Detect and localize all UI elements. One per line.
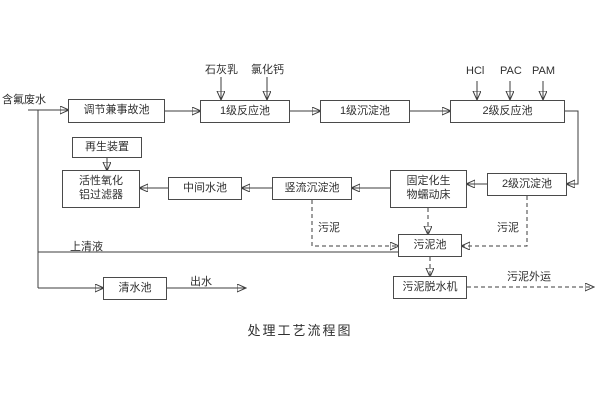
arrow-reaction2-to-sed2 (565, 110, 579, 184)
box-immobilized-bio-bed: 固定化生 物蠕动床 (390, 170, 467, 208)
chemical-label-cacl2: 氯化钙 (251, 64, 284, 76)
sludge-label-right: 污泥 (497, 222, 519, 234)
bio-bed-label-line2: 物蠕动床 (406, 189, 451, 201)
supernatant-label: 上清液 (70, 241, 103, 253)
box-intermediate-pool: 中间水池 (168, 177, 242, 200)
dashed-arrow-sed2-sludge (462, 196, 528, 246)
chemical-label-pam: PAM (532, 65, 556, 77)
chemical-label-hcl: HCl (466, 65, 485, 77)
chemical-label-lime: 石灰乳 (205, 64, 238, 76)
diagram-title: 处理工艺流程图 (247, 323, 353, 338)
box-clean-water-pool: 清水池 (103, 277, 167, 300)
effluent-label: 出水 (190, 276, 212, 288)
box-reaction-pool-1: 1级反应池 (200, 100, 290, 123)
box-vertical-flow-sedimentation-pool: 竖流沉淀池 (272, 177, 352, 200)
filter-label-line2: 铝过滤器 (79, 189, 123, 201)
dashed-arrow-vertical-sed-sludge (311, 200, 398, 246)
bio-bed-label-line1: 固定化生 (406, 175, 451, 188)
box-sludge-pool: 污泥池 (398, 234, 462, 257)
sludge-outbound-label: 污泥外运 (507, 271, 551, 283)
filter-label-line1: 活性氧化 (79, 175, 123, 188)
box-regulation-accident-pool: 调节兼事故池 (68, 99, 165, 123)
box-regeneration-device: 再生装置 (72, 137, 142, 158)
box-sedimentation-pool-1: 1级沉淀池 (320, 100, 410, 123)
box-activated-alumina-filter: 活性氧化 铝过滤器 (62, 170, 140, 208)
box-reaction-pool-2: 2级反应池 (450, 100, 565, 123)
sludge-label-left: 污泥 (318, 222, 340, 234)
chemical-label-pac: PAC (500, 65, 522, 77)
box-sludge-dewatering-machine: 污泥脱水机 (393, 276, 467, 299)
box-sedimentation-pool-2: 2级沉淀池 (487, 173, 567, 196)
inlet-wastewater-label: 含氟废水 (2, 94, 46, 106)
